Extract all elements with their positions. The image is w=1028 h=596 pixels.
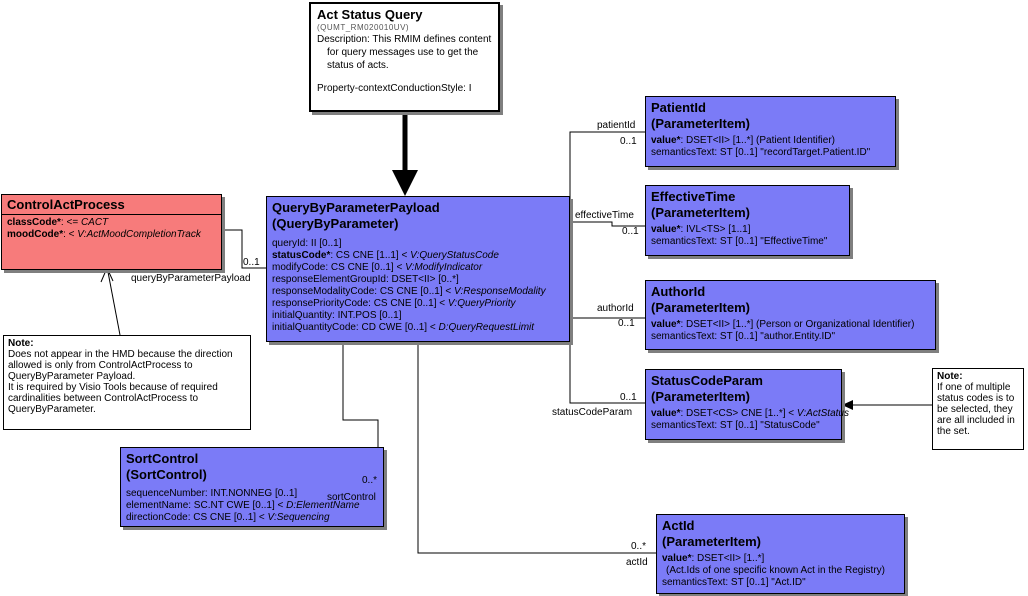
act-id-value: value*: DSET<II> [1..*] [662,553,765,564]
payload-response-priority-code: responsePriorityCode: CS CNE [0..1] < V:… [272,298,516,309]
note2-connector-arrow [842,400,853,410]
act-id-title-1: ActId [662,518,695,533]
payload-initial-quantity: initialQuantity: INT.POS [0..1] [272,310,402,321]
act-id-role-label: actId [626,557,648,568]
sort-control-title-2: (SortControl) [126,467,207,482]
control-act-connector [222,229,266,269]
status-code-param-role-label: statusCodeParam [552,407,633,418]
patient-id-semantics: semanticsText: ST [0..1] "recordTarget.P… [651,147,871,158]
author-id-value: value*: DSET<II> [1..*] (Person or Organ… [651,319,915,330]
author-id-role-label: authorId [597,303,634,314]
payload-title-2: (QueryByParameter) [272,216,399,231]
note1-line-1: Does not appear in the HMD because the d… [8,349,233,360]
status-code-param-semantics: semanticsText: ST [0..1] "StatusCode" [651,420,820,431]
effective-time-cardinality: 0..1 [622,226,639,237]
patient-id-title-2: (ParameterItem) [651,116,750,131]
statusCodeParam-connector [569,340,645,404]
act-id-semantics: semanticsText: ST [0..1] "Act.ID" [662,577,806,588]
note1-connector-arrow [100,266,114,283]
act-id-title-2: (ParameterItem) [662,534,761,549]
payload-status-code: statusCode*: CS CNE [1..1] < V:QueryStat… [272,250,499,261]
status-code-param-value: value*: DSET<CS> CNE [1..*] < V:ActStatu… [651,408,849,419]
author-id-title-2: (ParameterItem) [651,300,750,315]
payload-initial-quantity-code: initialQuantityCode: CD CWE [0..1] < D:Q… [272,322,535,333]
note2-line-5: the set. [937,426,970,437]
note2-line-4: are all included in [937,415,1015,426]
sort-control-element-name: elementName: SC.NT CWE [0..1] < D:Elemen… [126,500,360,511]
payload-query-id: queryId: II [0..1] [272,238,342,249]
effective-time-semantics: semanticsText: ST [0..1] "EffectiveTime" [651,236,828,247]
act-status-query-desc-3: status of acts. [327,60,389,71]
note1-line-4: It is required by Visio Tools because of… [8,382,218,393]
effective-time-role-label: effectiveTime [575,210,634,221]
note1-line-2: allowed is only from ControlActProcess t… [8,360,193,371]
status-code-param-class: StatusCodeParam (ParameterItem) value*: … [645,369,849,440]
sort-control-direction-code: directionCode: CS CNE [0..1] < V:Sequenc… [126,512,330,523]
patient-id-value: value*: DSET<II> [1..*] (Patient Identif… [651,135,835,146]
note1-connector [107,271,121,336]
payload-response-element-group-id: responseElementGroupId: DSET<II> [0..*] [272,274,459,285]
status-code-param-title-1: StatusCodeParam [651,373,763,388]
note1-heading: Note: [8,338,34,349]
entry-point-arrow-head [392,170,418,196]
patient-id-cardinality: 0..1 [620,136,637,147]
effective-time-value: value*: IVL<TS> [1..1] [651,224,751,235]
sort-control-sequence-number: sequenceNumber: INT.NONNEG [0..1] [126,488,298,499]
status-code-param-title-2: (ParameterItem) [651,389,750,404]
act-status-query-desc-2: for query messages use to get the [327,47,479,58]
query-by-parameter-payload-role-label: queryByParameterPayload [131,273,251,284]
sort-control-role-label: sortControl [327,492,376,503]
patient-id-class: PatientId (ParameterItem) value*: DSET<I… [645,96,896,167]
status-code-param-cardinality: 0..1 [620,392,637,403]
query-by-parameter-payload-class: QueryByParameterPayload (QueryByParamete… [266,196,570,342]
sort-control-class: SortControl (SortControl) sequenceNumber… [120,447,384,527]
effective-time-class: EffectiveTime (ParameterItem) value*: IV… [645,185,850,256]
control-act-class-code: classCode*: <= CACT [7,217,109,228]
payload-response-modality-code: responseModalityCode: CS CNE [0..1] < V:… [272,286,546,297]
act-status-query-box: Act Status Query (QUMT_RM020010UV) Descr… [309,2,500,112]
note2-heading: Note: [937,371,963,382]
act-id-class: ActId (ParameterItem) value*: DSET<II> [… [656,514,905,594]
note2-line-1: If one of multiple [937,382,1011,393]
sort-control-cardinality: 0..* [362,475,378,486]
note1-line-3: QueryByParameter Payload. [8,371,136,382]
act-id-cardinality: 0..* [631,541,647,552]
act-status-query-property: Property-contextConductionStyle: I [317,83,472,94]
act-status-query-id: (QUMT_RM020010UV) [317,23,410,32]
actId-connector [417,342,656,554]
act-status-query-desc-1: Description: This RMIM defines content [317,34,492,45]
author-id-semantics: semanticsText: ST [0..1] "author.Entity.… [651,331,836,342]
effectiveTime-connector [570,221,645,227]
control-act-mood-code: moodCode*: < V:ActMoodCompletionTrack [7,229,201,240]
control-act-process-class: ControlActProcess classCode*: <= CACT mo… [1,194,222,270]
query-by-parameter-payload-cardinality: 0..1 [243,257,260,268]
act-id-value-desc: (Act.Ids of one specific known Act in th… [666,565,885,576]
effective-time-title-1: EffectiveTime [651,189,736,204]
note1-line-5: cardinalities between ControlActProcess … [8,393,199,404]
note-control-act: Note: Does not appear in the HMD because… [3,335,251,430]
payload-modify-code: modifyCode: CS CNE [0..1] < V:ModifyIndi… [272,262,483,273]
act-status-query-title: Act Status Query [317,7,423,22]
note2-line-2: status codes is to [937,393,1015,404]
note1-line-6: QueryByParameter. [8,404,96,415]
patientId-connector [569,131,645,200]
author-id-title-1: AuthorId [651,284,706,299]
effective-time-title-2: (ParameterItem) [651,205,750,220]
payload-title-1: QueryByParameterPayload [272,200,440,215]
note-status-code: Note: If one of multiple status codes is… [932,368,1024,450]
author-id-cardinality: 0..1 [618,318,635,329]
patient-id-role-label: patientId [597,120,636,131]
control-act-process-title: ControlActProcess [2,197,221,215]
patient-id-title-1: PatientId [651,100,706,115]
note2-line-3: be selected, they [937,404,1013,415]
author-id-class: AuthorId (ParameterItem) value*: DSET<II… [645,280,936,350]
sort-control-title-1: SortControl [126,451,199,466]
